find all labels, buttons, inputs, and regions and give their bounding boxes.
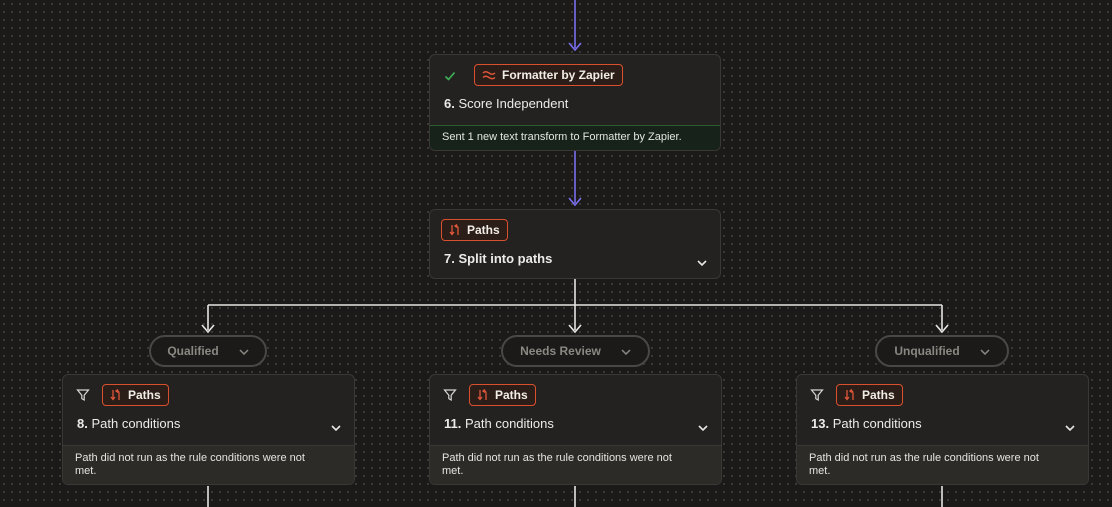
path-pill-label: Unqualified — [894, 344, 960, 358]
step-7-card[interactable]: Paths 7. Split into paths — [429, 209, 721, 279]
path-pill-qualified[interactable]: Qualified — [149, 335, 267, 367]
check-icon — [444, 69, 456, 87]
app-badge-paths: Paths — [102, 384, 169, 406]
step-title: 11. Path conditions — [444, 416, 554, 431]
step-status: Path did not run as the rule conditions … — [430, 445, 721, 484]
app-name: Paths — [128, 388, 161, 402]
step-13-card[interactable]: Paths 13. Path conditions Path did not r… — [796, 374, 1089, 485]
chevron-down-icon — [621, 344, 631, 358]
app-badge-formatter: Formatter by Zapier — [474, 64, 623, 86]
chevron-down-icon — [239, 344, 249, 358]
chevron-down-icon[interactable] — [697, 419, 709, 437]
step-11-card[interactable]: Paths 11. Path conditions Path did not r… — [429, 374, 722, 485]
step-number: 13. — [811, 416, 830, 431]
app-name: Paths — [862, 388, 895, 402]
app-name: Paths — [467, 223, 500, 237]
step-number: 7. — [444, 251, 455, 266]
step-number: 8. — [77, 416, 88, 431]
step-status: Path did not run as the rule conditions … — [797, 445, 1088, 484]
app-badge-paths: Paths — [469, 384, 536, 406]
chevron-down-icon[interactable] — [696, 254, 708, 272]
step-name: Score Independent — [458, 96, 569, 111]
step-title: 13. Path conditions — [811, 416, 922, 431]
filter-icon — [810, 388, 824, 407]
step-number: 11. — [444, 416, 462, 431]
filter-icon — [76, 388, 90, 407]
path-pill-unqualified[interactable]: Unqualified — [875, 335, 1009, 367]
step-title: 8. Path conditions — [77, 416, 180, 431]
app-badge-paths: Paths — [836, 384, 903, 406]
step-status: Path did not run as the rule conditions … — [63, 445, 354, 484]
chevron-down-icon[interactable] — [330, 419, 342, 437]
paths-icon — [844, 389, 856, 401]
step-8-card[interactable]: Paths 8. Path conditions Path did not ru… — [62, 374, 355, 485]
app-badge-paths: Paths — [441, 219, 508, 241]
path-pill-needs-review[interactable]: Needs Review — [501, 335, 650, 367]
app-name: Formatter by Zapier — [502, 68, 615, 82]
connector-paths — [201, 279, 949, 507]
formatter-icon — [482, 69, 496, 81]
step-name: Split into paths — [458, 251, 553, 266]
step-status: Sent 1 new text transform to Formatter b… — [430, 125, 720, 150]
path-pill-label: Needs Review — [520, 344, 601, 358]
step-name: Path conditions — [91, 416, 181, 431]
step-name: Path conditions — [464, 416, 554, 431]
app-name: Paths — [495, 388, 528, 402]
step-title: 6. Score Independent — [444, 96, 568, 111]
filter-icon — [443, 388, 457, 407]
step-title: 7. Split into paths — [444, 251, 552, 266]
step-name: Path conditions — [832, 416, 922, 431]
step-number: 6. — [444, 96, 455, 111]
chevron-down-icon — [980, 344, 990, 358]
paths-icon — [110, 389, 122, 401]
paths-icon — [477, 389, 489, 401]
connector-active — [568, 0, 582, 207]
paths-icon — [449, 224, 461, 236]
step-6-card[interactable]: Formatter by Zapier 6. Score Independent… — [429, 54, 721, 151]
chevron-down-icon[interactable] — [1064, 419, 1076, 437]
path-pill-label: Qualified — [167, 344, 219, 358]
